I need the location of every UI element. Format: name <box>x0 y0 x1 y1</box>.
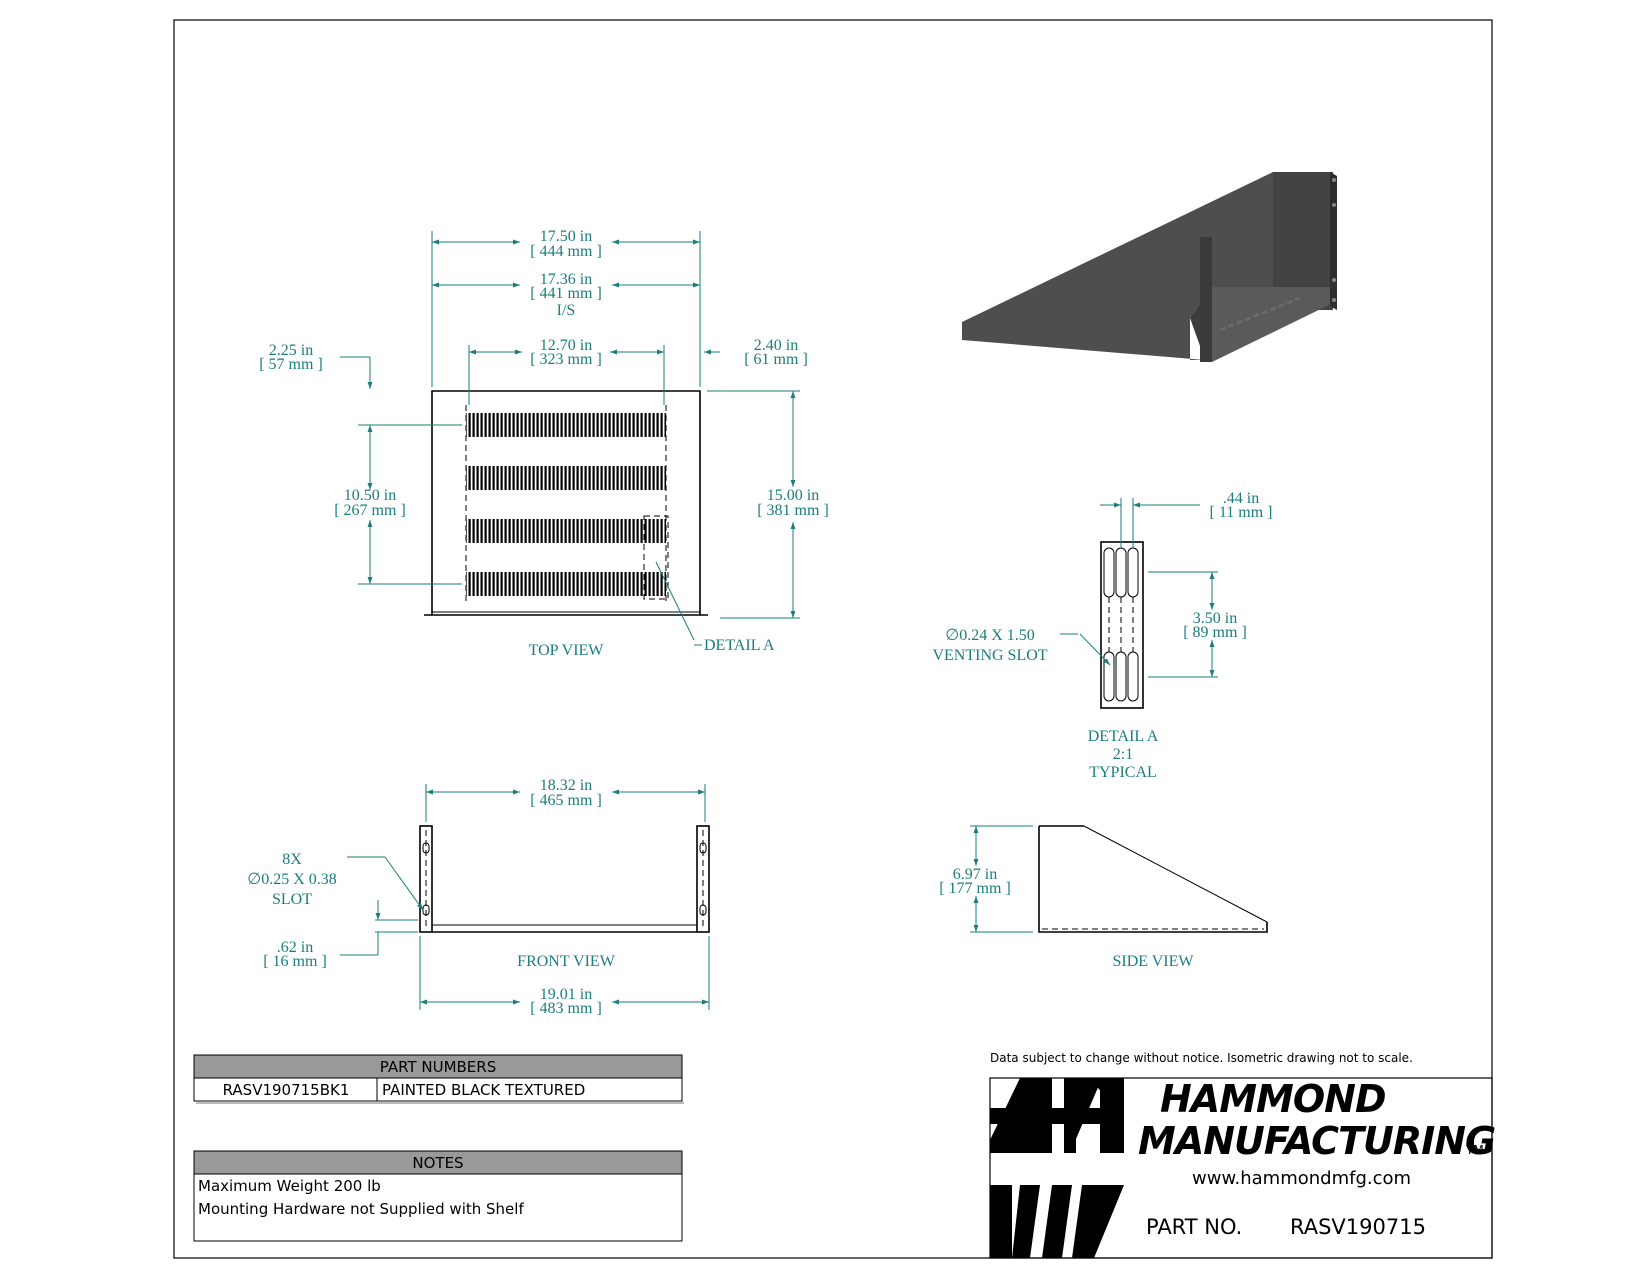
part-no-label: PART NO. <box>1146 1215 1242 1239</box>
dim-6-97-mm: [ 177 mm ] <box>939 880 1011 897</box>
dim-10-50-mm: [ 267 mm ] <box>334 502 406 519</box>
dim-17-50-mm: [ 444 mm ] <box>530 243 602 260</box>
dim-3-50-mm: [ 89 mm ] <box>1183 624 1247 641</box>
detail-a-title: DETAIL A <box>1088 728 1159 745</box>
dim-2-40-in: 2.40 in <box>754 337 798 354</box>
detail-a-view: .44 in [ 11 mm ] 3.50 in [ 89 mm ] ∅0.24… <box>932 490 1272 781</box>
vent-row-2 <box>466 466 666 490</box>
part-numbers-table: PART NUMBERS RASV190715BK1 PAINTED BLACK… <box>193 1054 684 1104</box>
top-view: 17.50 in [ 444 mm ] 17.36 in [ 441 mm ] … <box>259 228 829 659</box>
company-name-line-1: HAMMOND <box>1160 1077 1386 1121</box>
dim-17-36-mm: [ 441 mm ] <box>530 285 602 302</box>
front-view: 18.32 in [ 465 mm ] 19.01 in [ 483 mm ] … <box>247 777 710 1017</box>
dim-0-44-mm: [ 11 mm ] <box>1210 504 1273 521</box>
dim-18-32-mm: [ 465 mm ] <box>530 792 602 809</box>
note-line-2: Mounting Hardware not Supplied with Shel… <box>198 1200 524 1218</box>
dim-18-32-in: 18.32 in <box>540 777 592 794</box>
venting-slot-label: VENTING SLOT <box>932 647 1047 664</box>
dim-2-25-mm: [ 57 mm ] <box>259 356 323 373</box>
dim-inside-note: I/S <box>557 302 576 319</box>
vent-row-1 <box>466 413 666 437</box>
part-no-value: RASV190715 <box>1290 1215 1426 1239</box>
dim-2-25-in: 2.25 in <box>269 342 313 359</box>
venting-slot-size: ∅0.24 X 1.50 <box>945 627 1035 644</box>
part-number-cell: RASV190715BK1 <box>223 1081 350 1099</box>
front-view-label: FRONT VIEW <box>517 953 616 970</box>
hammond-logo-icon <box>990 1078 1124 1258</box>
trademark-mark: TM <box>1465 1143 1484 1157</box>
detail-a-scale: 2:1 <box>1113 746 1133 763</box>
dim-15-00-in: 15.00 in <box>767 487 819 504</box>
dim-17-50-in: 17.50 in <box>540 228 592 245</box>
dim-0-44-in: .44 in <box>1223 490 1259 507</box>
side-view: 6.97 in [ 177 mm ] SIDE VIEW <box>939 825 1268 970</box>
notes-header: NOTES <box>412 1154 463 1172</box>
dim-3-50-in: 3.50 in <box>1193 610 1237 627</box>
dim-10-50-in: 10.50 in <box>344 487 396 504</box>
top-view-label: TOP VIEW <box>529 642 605 659</box>
dim-2-40-mm: [ 61 mm ] <box>744 351 808 368</box>
part-numbers-header: PART NUMBERS <box>380 1058 496 1076</box>
dim-15-00-mm: [ 381 mm ] <box>757 502 829 519</box>
mount-slot-qty: 8X <box>282 851 302 868</box>
isometric-shelf-render <box>962 172 1337 362</box>
notes-table: NOTES Maximum Weight 200 lb Mounting Har… <box>193 1150 683 1242</box>
dim-17-36-in: 17.36 in <box>540 271 592 288</box>
company-url: www.hammondmfg.com <box>1192 1168 1411 1189</box>
title-block: HAMMOND MANUFACTURING TM www.hammondmfg.… <box>989 1077 1496 1259</box>
dim-12-70-in: 12.70 in <box>540 337 592 354</box>
dim-19-01-in: 19.01 in <box>540 986 592 1003</box>
dim-0-62-mm: [ 16 mm ] <box>263 953 327 970</box>
vent-row-4 <box>466 572 666 596</box>
dim-12-70-mm: [ 323 mm ] <box>530 351 602 368</box>
side-view-label: SIDE VIEW <box>1112 953 1194 970</box>
dim-0-62-in: .62 in <box>277 939 313 956</box>
mount-slot-label: SLOT <box>272 891 312 908</box>
dim-6-97-in: 6.97 in <box>953 866 997 883</box>
disclaimer-text: Data subject to change without notice. I… <box>990 1051 1413 1065</box>
part-description-cell: PAINTED BLACK TEXTURED <box>382 1081 585 1099</box>
sheet-border <box>173 19 1493 1259</box>
detail-a-typical: TYPICAL <box>1089 764 1157 781</box>
note-line-1: Maximum Weight 200 lb <box>198 1177 381 1195</box>
detail-a-callout: DETAIL A <box>704 637 775 654</box>
company-name-line-2: MANUFACTURING <box>1138 1119 1495 1163</box>
mount-slot-size: ∅0.25 X 0.38 <box>247 871 337 888</box>
dim-19-01-mm: [ 483 mm ] <box>530 1000 602 1017</box>
vent-row-3 <box>466 519 666 543</box>
